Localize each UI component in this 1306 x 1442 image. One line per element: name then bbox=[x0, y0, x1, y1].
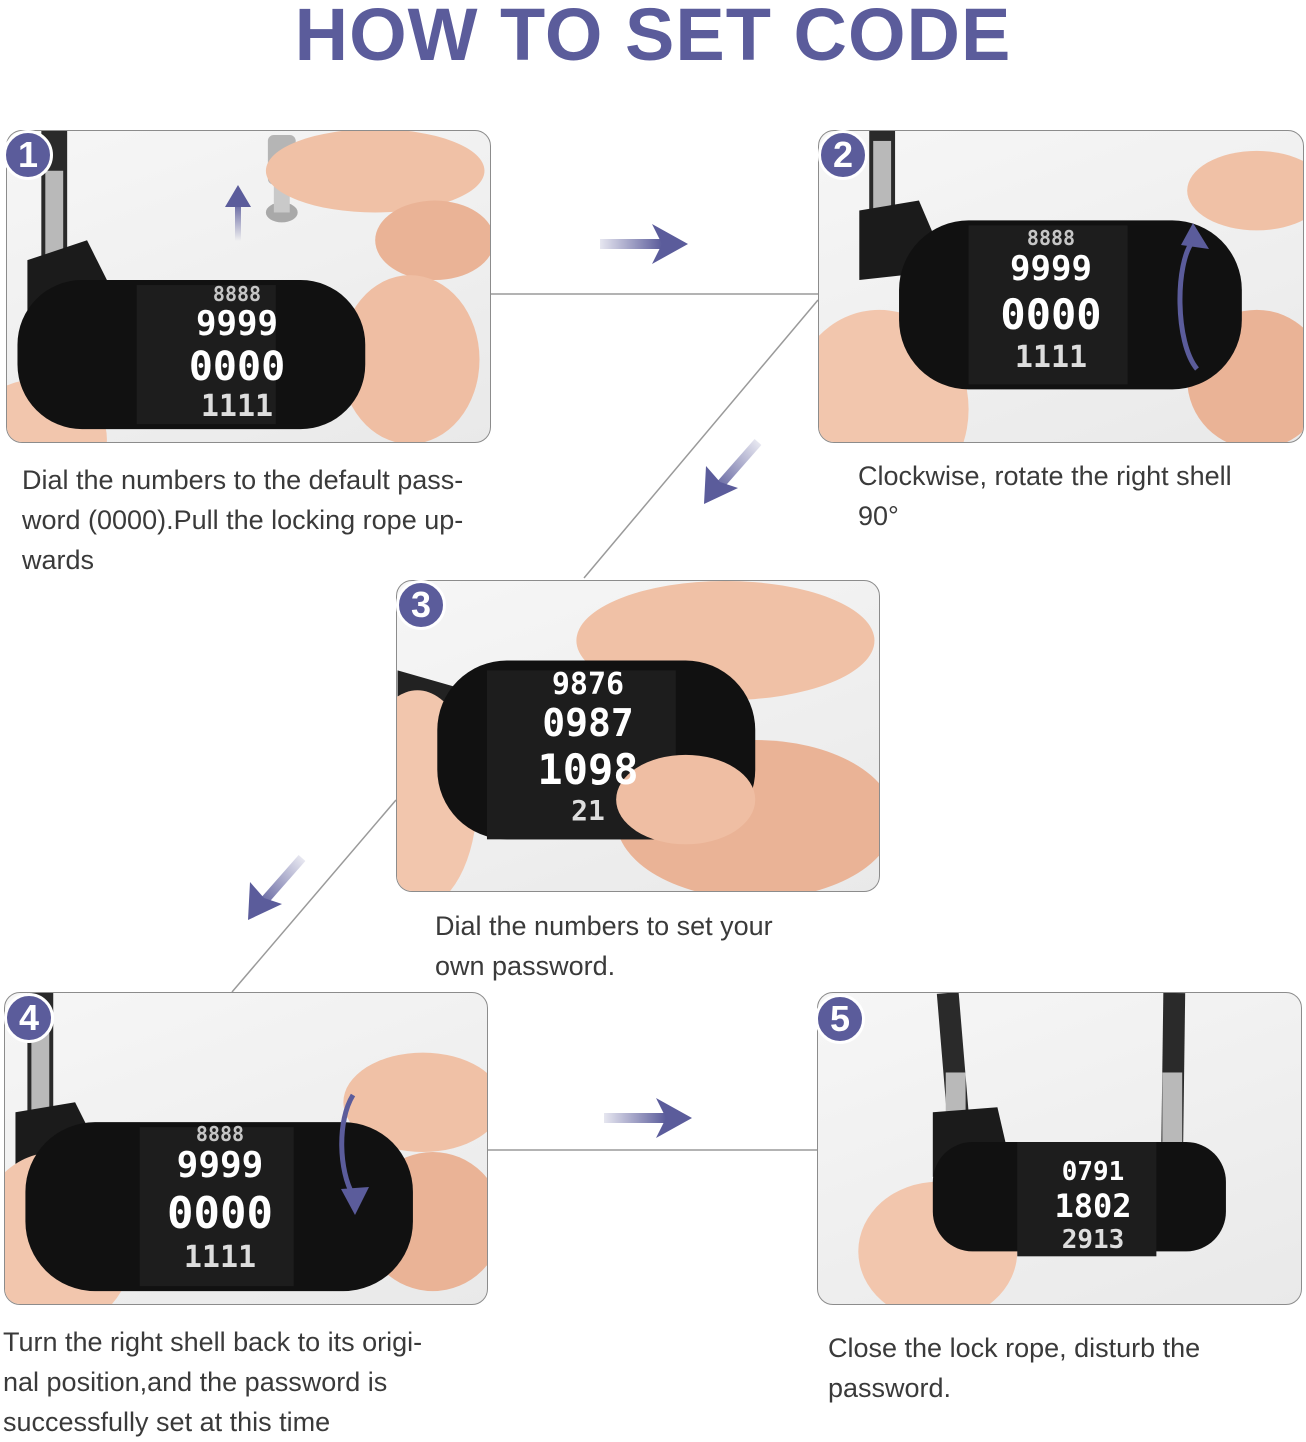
lock-dial: 8888 9999 0000 1111 bbox=[140, 1123, 300, 1275]
step-1-badge: 1 bbox=[3, 130, 53, 180]
caption-line: successfully set at this time bbox=[3, 1407, 331, 1437]
step-2-caption: Clockwise, rotate the right shell 90° bbox=[858, 456, 1298, 536]
caption-line: own password. bbox=[435, 951, 616, 981]
caption-line: Turn the right shell back to its origi- bbox=[3, 1327, 423, 1357]
lock-dial: 8888 9999 0000 1111 bbox=[971, 227, 1131, 375]
arrow-right-icon bbox=[604, 1098, 692, 1138]
rotate-back-icon bbox=[339, 1093, 369, 1215]
lock-illustration bbox=[819, 131, 1303, 442]
lock-illustration bbox=[7, 131, 490, 442]
caption-line: nal position,and the password is bbox=[3, 1367, 388, 1397]
dial-row: 1111 bbox=[200, 389, 274, 424]
dial-row: 0000 bbox=[167, 1188, 273, 1239]
caption-line: Dial the numbers to the default pass- bbox=[22, 465, 464, 495]
dial-row: 1111 bbox=[183, 1240, 257, 1275]
lock-illustration bbox=[397, 581, 879, 891]
dial-row: 9999 bbox=[1010, 249, 1092, 289]
caption-line: Dial the numbers to set your bbox=[435, 911, 773, 941]
dial-row: 1111 bbox=[1014, 340, 1088, 375]
arrow-down-left-icon bbox=[248, 855, 306, 920]
dial-row: 0000 bbox=[1000, 290, 1102, 339]
arrow-down-left-icon bbox=[704, 439, 762, 504]
lock-illustration bbox=[5, 993, 487, 1304]
dial-row: 1802 bbox=[1054, 1187, 1132, 1225]
step-1-caption: Dial the numbers to the default pass- wo… bbox=[22, 460, 522, 580]
step-5-badge: 5 bbox=[815, 994, 865, 1044]
lock-dial: 9876 0987 1098 21 bbox=[493, 669, 683, 827]
dial-row: 0000 bbox=[188, 344, 286, 390]
dial-row: 9999 bbox=[196, 304, 278, 344]
dial-row: 0987 bbox=[542, 701, 634, 745]
step-4-caption: Turn the right shell back to its origi- … bbox=[3, 1322, 503, 1442]
step-5-caption: Close the lock rope, disturb the passwor… bbox=[828, 1328, 1288, 1408]
dial-row: 9876 bbox=[551, 667, 625, 702]
caption-line: Clockwise, rotate the right shell bbox=[858, 461, 1232, 491]
dial-row: 8888 bbox=[1026, 226, 1076, 250]
step-1-photo: 8888 9999 0000 1111 bbox=[6, 130, 491, 443]
lock-dial: 8888 9999 0000 1111 bbox=[157, 283, 317, 423]
arrow-right-icon bbox=[600, 224, 688, 264]
step-3-badge: 3 bbox=[396, 580, 446, 630]
step-3-caption: Dial the numbers to set your own passwor… bbox=[435, 906, 875, 986]
lock-illustration bbox=[858, 993, 1226, 1304]
dial-row: 21 bbox=[571, 794, 605, 827]
dial-row: 0791 bbox=[1061, 1157, 1125, 1187]
caption-line: 90° bbox=[858, 501, 899, 531]
step-5-photo: 0791 1802 2913 bbox=[817, 992, 1302, 1305]
step-4-photo: 8888 9999 0000 1111 bbox=[4, 992, 488, 1305]
caption-line: Close the lock rope, disturb the bbox=[828, 1333, 1201, 1363]
dial-row: 1098 bbox=[537, 745, 639, 794]
arrow-up-icon bbox=[225, 185, 251, 241]
caption-line: word (0000).Pull the locking rope up- bbox=[22, 505, 464, 535]
step-4-badge: 4 bbox=[4, 993, 54, 1043]
rotate-clockwise-icon bbox=[1177, 223, 1209, 371]
dial-row: 8888 bbox=[212, 282, 262, 306]
page-title: HOW TO SET CODE bbox=[294, 0, 1012, 76]
step-2-badge: 2 bbox=[818, 130, 868, 180]
dial-row: 9999 bbox=[176, 1145, 264, 1186]
lock-dial: 0791 1802 2913 bbox=[1023, 1157, 1163, 1255]
step-3-photo: 9876 0987 1098 21 bbox=[396, 580, 880, 892]
dial-row: 2913 bbox=[1061, 1225, 1125, 1255]
caption-line: password. bbox=[828, 1373, 952, 1403]
step-2-photo: 8888 9999 0000 1111 bbox=[818, 130, 1304, 443]
dial-row: 8888 bbox=[195, 1122, 245, 1146]
caption-line: wards bbox=[22, 545, 95, 575]
